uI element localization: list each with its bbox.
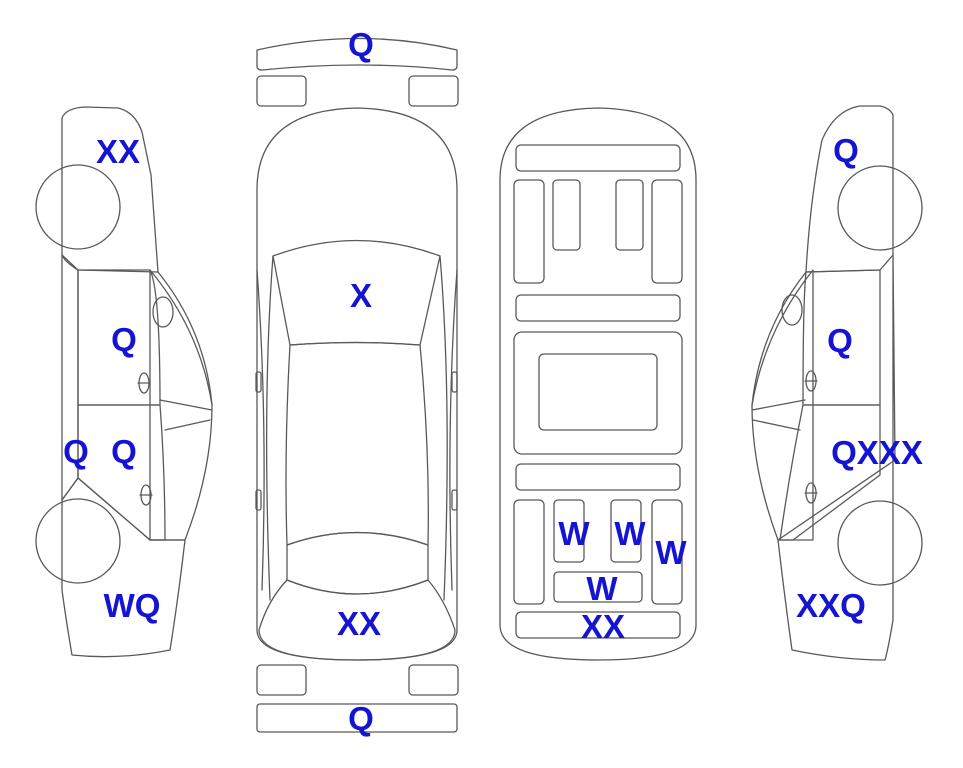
left-front-door-handle-icon bbox=[137, 372, 151, 394]
floor-rear-left-rail bbox=[513, 499, 545, 605]
left-rear-door-handle-icon bbox=[139, 484, 153, 506]
floor-view: W W W W XX bbox=[499, 107, 697, 661]
rear-window-line bbox=[286, 531, 429, 595]
floor-front-bar bbox=[515, 144, 681, 172]
left-pillar-line-2 bbox=[256, 269, 265, 591]
left-rear-quarter-label: WQ bbox=[104, 587, 161, 624]
right-front-door-handle-icon bbox=[804, 370, 818, 392]
left-pillar-line bbox=[265, 255, 274, 601]
rear-bumper-label: Q bbox=[348, 700, 374, 737]
floor-front-left-mount bbox=[552, 179, 581, 251]
floor-front-right-rail bbox=[651, 179, 683, 284]
right-window-line-3 bbox=[752, 419, 801, 431]
rear-bumper-panel[interactable] bbox=[256, 703, 458, 733]
right-mirror-top bbox=[451, 371, 458, 393]
right-front-fender-label: Q bbox=[833, 132, 859, 169]
floor-right-panel[interactable] bbox=[651, 499, 683, 605]
rear-left-light bbox=[256, 664, 307, 696]
floor-right-label: W bbox=[655, 534, 687, 571]
floor-outline bbox=[499, 107, 697, 661]
right-window-line bbox=[751, 271, 807, 406]
floor-front-right-mount bbox=[615, 179, 644, 251]
right-rear-door-handle-icon bbox=[804, 482, 818, 504]
floor-rear-label: XX bbox=[581, 608, 625, 645]
left-front-fender-panel[interactable] bbox=[61, 106, 159, 273]
right-window-line-2 bbox=[751, 399, 806, 411]
front-left-light bbox=[256, 75, 307, 107]
left-rear-door-label: Q bbox=[111, 433, 137, 470]
right-rear-quarter-label: XXQ bbox=[796, 587, 866, 624]
right-front-door-label: Q bbox=[827, 322, 853, 359]
left-rear-mirror-top bbox=[255, 489, 262, 511]
floor-bottom-label: W bbox=[586, 570, 618, 607]
right-mirror bbox=[781, 294, 803, 326]
front-bumper-label: Q bbox=[348, 26, 374, 63]
left-window-line-3 bbox=[164, 419, 211, 431]
left-rocker-label: Q bbox=[63, 433, 89, 470]
roof-label: XX bbox=[337, 605, 381, 642]
right-rear-quarter-panel[interactable] bbox=[777, 254, 896, 661]
right-rear-door-label: QXXX bbox=[831, 434, 923, 471]
right-front-fender-panel[interactable] bbox=[805, 105, 894, 273]
left-rear-quarter-panel[interactable] bbox=[61, 477, 186, 658]
floor-mid-label: W bbox=[614, 515, 646, 552]
right-rear-wheel bbox=[837, 500, 923, 586]
left-rear-wheel bbox=[35, 498, 121, 584]
left-side-view: XX Q Q Q WQ bbox=[35, 106, 213, 658]
left-window-line bbox=[157, 271, 213, 406]
right-pillar-line bbox=[439, 255, 448, 601]
front-right-light bbox=[408, 75, 459, 107]
floor-mid-panel[interactable] bbox=[610, 499, 642, 563]
left-front-fender-label: XX bbox=[96, 133, 140, 170]
floor-left-label: W bbox=[558, 515, 590, 552]
right-rear-door-panel[interactable] bbox=[779, 404, 881, 541]
right-front-wheel bbox=[837, 165, 923, 251]
floor-center-section bbox=[513, 331, 683, 455]
right-pillar-line-2 bbox=[449, 269, 458, 591]
left-front-wheel bbox=[35, 164, 121, 250]
top-view: Q X XX Q bbox=[255, 26, 459, 737]
left-window-line-2 bbox=[159, 399, 213, 411]
hood-label: X bbox=[350, 277, 372, 314]
left-mirror-top bbox=[255, 371, 262, 393]
right-side-view: Q Q QXXX XXQ bbox=[751, 105, 923, 661]
front-bumper-panel[interactable] bbox=[256, 37, 458, 71]
floor-front-left-rail bbox=[513, 179, 545, 284]
right-rear-mirror-top bbox=[451, 489, 458, 511]
floor-left-panel[interactable] bbox=[553, 499, 585, 563]
floor-crossmember-2 bbox=[515, 463, 681, 491]
left-mirror bbox=[152, 296, 174, 328]
floor-bottom-panel[interactable] bbox=[553, 571, 643, 603]
floor-center-tunnel bbox=[538, 353, 658, 431]
left-rear-door-panel[interactable] bbox=[77, 404, 166, 541]
floor-crossmember-1 bbox=[515, 294, 681, 322]
left-front-door-label: Q bbox=[111, 321, 137, 358]
rear-right-light bbox=[408, 664, 459, 696]
roof-outline bbox=[285, 341, 429, 546]
floor-rear-panel[interactable] bbox=[515, 611, 681, 639]
